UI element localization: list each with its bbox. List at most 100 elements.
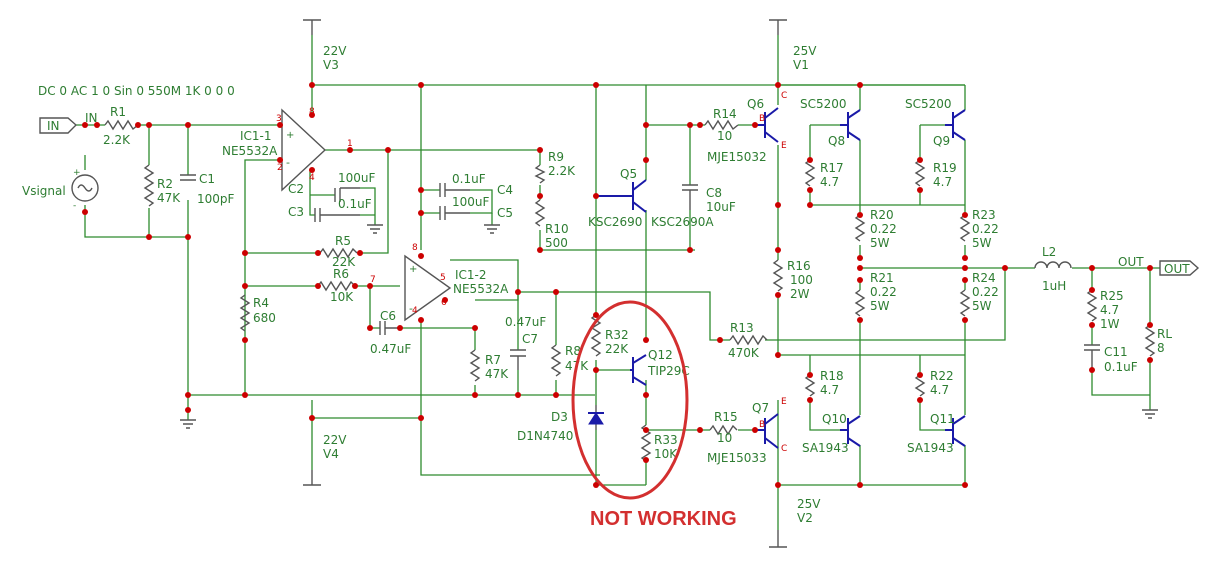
opamp-ic1-1-symbol: + - [281,108,327,192]
transistor-q11-symbol [945,415,966,447]
r23-rating: 5W [972,236,992,250]
l2-label: L2 [1042,245,1056,259]
output-port: OUT [1159,260,1200,276]
svg-text:+: + [73,168,81,178]
supply-v2-symbol [769,530,787,548]
c3-value: 0.1uF [338,197,372,211]
r4-value: 680 [253,311,276,325]
q7-part: MJE15033 [707,451,767,465]
wires [75,35,1160,530]
pin-8b: 8 [412,243,418,253]
r14-label: R14 [713,107,737,121]
pin-q7-b: B [759,420,765,430]
input-net-label: IN [85,111,98,125]
rl-label: RL [1157,327,1172,341]
r2-label: R2 [157,177,173,191]
r22-value: 4.7 [930,383,949,397]
r17-label: R17 [820,161,844,175]
c6-label: C6 [380,309,396,323]
r16-value: 100 [790,273,813,287]
v4-value: 22V [323,433,347,447]
transistor-q10-symbol [840,415,861,447]
c5-label: C5 [497,206,513,220]
ic1-2-part: NE5532A [453,282,509,296]
transistor-q9-symbol [945,109,966,141]
r22-label: R22 [930,369,954,383]
output-port-label: OUT [1164,262,1190,276]
r5-label: R5 [335,234,351,248]
r33-value: 10K [654,447,678,461]
zener-diode-symbol [588,405,604,430]
r19-label: R19 [933,161,957,175]
r7-value: 47K [485,367,509,381]
v2-value: 25V [797,497,821,511]
pin-3: 3 [276,114,282,124]
q7-label: Q7 [752,401,769,415]
input-port: IN [39,117,78,134]
pin-q6-c: C [781,91,787,101]
supply-v1-symbol [769,19,787,35]
svg-text:-: - [409,302,413,315]
q10-label: Q10 [822,412,847,426]
q10-part: SA1943 [802,441,849,455]
q8-part: SC5200 [800,97,847,111]
r8-label: R8 [565,344,581,358]
supply-v4-symbol [303,470,321,486]
r17-value: 4.7 [820,175,839,189]
r20-label: R20 [870,208,894,222]
q6-part: MJE15032 [707,150,767,164]
c2-label: C2 [288,182,304,196]
r1-label: R1 [110,105,126,119]
r15-label: R15 [714,410,738,424]
problem-highlight-ellipse [571,300,689,500]
svg-text:+: + [409,264,417,275]
r33-label: R33 [654,433,678,447]
opamp-ic1-2-symbol: + - [404,254,452,322]
r10-value: 500 [545,236,568,250]
r16-rating: 2W [790,287,810,301]
ic1-1-part: NE5532A [222,144,278,158]
c1-label: C1 [199,172,215,186]
supply-v3-symbol [303,19,321,35]
pin-q7-e: E [781,397,787,407]
r25-rating: 1W [1100,317,1120,331]
transistor-q12-symbol [630,354,647,386]
r18-label: R18 [820,369,844,383]
r13-value: 470K [728,346,760,360]
r10-label: R10 [545,222,569,236]
c6-value: 0.47uF [370,342,411,356]
r6-value: 10K [330,290,354,304]
r24-value: 0.22 [972,285,999,299]
transistor-q6-symbol [755,107,779,143]
d3-part: D1N4740 [517,429,573,443]
v3-label: V3 [323,58,339,72]
inductor-symbol [1034,261,1072,269]
r13-label: R13 [730,321,754,335]
c7-label: C7 [522,332,538,346]
r6-label: R6 [333,267,349,281]
pin-6: 6 [441,298,447,308]
ic1-1-label: IC1-1 [240,129,272,143]
r32-value: 22K [605,342,629,356]
c3-label: C3 [288,205,304,219]
q6-label: Q6 [747,97,764,111]
c1-value: 100pF [197,192,235,206]
q9-label: Q9 [933,134,950,148]
pin-1: 1 [347,139,353,149]
pin-4b: 4 [412,306,418,316]
r24-rating: 5W [972,299,992,313]
q11-part: SA1943 [907,441,954,455]
signal-source-symbol: + - [71,168,99,211]
d3-label: D3 [551,410,568,424]
ic1-2-label: IC1-2 [455,268,487,282]
c8-value: 10uF [706,200,736,214]
r19-value: 4.7 [933,175,952,189]
r7-label: R7 [485,353,501,367]
pin-q6-b: B [759,114,765,124]
q12-part: TIP29C [647,364,690,378]
transistor-q7-symbol [755,413,779,449]
l2-value: 1uH [1042,279,1066,293]
q11-label: Q11 [930,412,955,426]
c5-value: 100uF [452,195,490,209]
